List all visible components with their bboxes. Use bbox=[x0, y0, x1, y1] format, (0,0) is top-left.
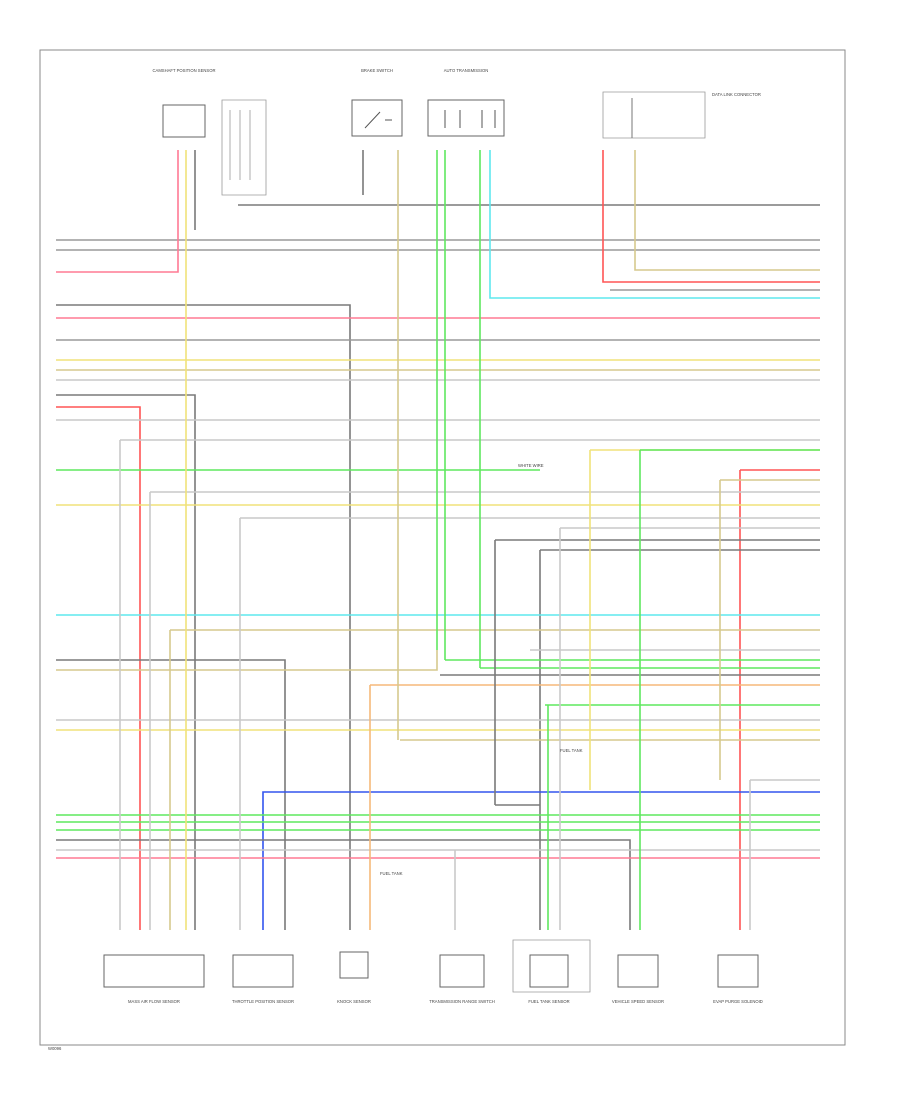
top-component-2: BRAKE SWITCH bbox=[351, 68, 403, 137]
wire-red-2 bbox=[56, 406, 141, 930]
diagram-frame bbox=[39, 49, 846, 1046]
top-component-3: AUTO TRANSMISSION bbox=[427, 68, 505, 137]
bottom-component-3-label: KNOCK SENSOR bbox=[337, 999, 371, 1004]
wire-blue-1 bbox=[262, 791, 820, 930]
page-code: W0096 bbox=[48, 1046, 62, 1051]
splice-pack bbox=[221, 99, 267, 196]
wire-pink-1 bbox=[56, 150, 179, 273]
wire-gray-2 bbox=[56, 394, 196, 930]
wire-tan-1 bbox=[634, 150, 820, 271]
top-component-4: DATA LINK CONNECTOR bbox=[602, 91, 761, 139]
bottom-component-7: EVAP PURGE SOLENOID bbox=[713, 954, 763, 1004]
bottom-component-3: KNOCK SENSOR bbox=[337, 951, 371, 1004]
wire-tan-5 bbox=[56, 650, 438, 671]
top-component-1: CAMSHAFT POSITION SENSOR bbox=[153, 68, 216, 138]
bottom-component-7-label: EVAP PURGE SOLENOID bbox=[713, 999, 763, 1004]
bottom-component-4-label: TRANSMISSION RANGE SWITCH bbox=[429, 999, 495, 1004]
top-component-1-label: CAMSHAFT POSITION SENSOR bbox=[153, 68, 216, 73]
bottom-component-6-label: VEHICLE SPEED SENSOR bbox=[612, 999, 664, 1004]
wire-red-3 bbox=[739, 469, 820, 930]
wire-gray-8 bbox=[56, 839, 631, 930]
top-component-2-label: BRAKE SWITCH bbox=[361, 68, 393, 73]
bottom-component-5-label: FUEL TANK SENSOR bbox=[528, 999, 569, 1004]
bottom-component-1-label: MASS AIR FLOW SENSOR bbox=[128, 999, 180, 1004]
wire-gray-1 bbox=[56, 304, 351, 930]
top-component-3-label: AUTO TRANSMISSION bbox=[444, 68, 489, 73]
callout-note-3: FUEL TANK bbox=[380, 871, 403, 876]
callout-note-2: FUEL TANK bbox=[560, 748, 583, 753]
wire-harness bbox=[56, 150, 820, 930]
callout-note-1: WHITE WIRE bbox=[518, 463, 544, 468]
wire-cyan-1 bbox=[489, 150, 820, 299]
bottom-component-6: VEHICLE SPEED SENSOR bbox=[612, 954, 664, 1004]
bottom-component-4: TRANSMISSION RANGE SWITCH bbox=[429, 954, 495, 1004]
wire-red-1 bbox=[602, 150, 820, 283]
top-component-4-label: DATA LINK CONNECTOR bbox=[712, 92, 761, 97]
vertical-wires bbox=[119, 150, 751, 930]
bottom-component-1: MASS AIR FLOW SENSOR bbox=[103, 954, 205, 1004]
bottom-component-5: FUEL TANK SENSOR bbox=[512, 939, 591, 1004]
bottom-component-2-label: THROTTLE POSITION SENSOR bbox=[232, 999, 294, 1004]
bottom-component-2: THROTTLE POSITION SENSOR bbox=[232, 954, 294, 1004]
